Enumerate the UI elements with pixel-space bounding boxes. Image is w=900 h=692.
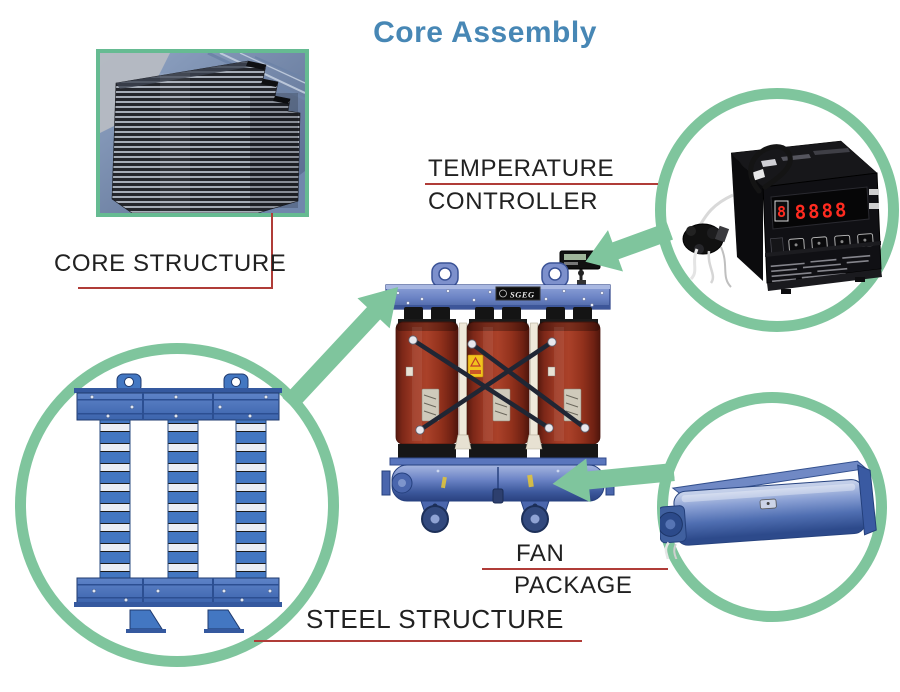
fan-label-line1: FAN <box>516 540 565 567</box>
arrow-fan-to-transformer-icon <box>552 458 675 503</box>
steel-structure-illustration <box>74 373 282 633</box>
transformer-lug-icon <box>431 262 569 288</box>
transformer-illustration: SGEG <box>381 250 615 533</box>
brand-text: SGEG <box>510 290 535 300</box>
arrow-steel-to-transformer-icon <box>282 286 399 411</box>
core-connector-vline <box>271 213 273 289</box>
core-structure-photo <box>96 49 309 217</box>
fan-label-line2: PACKAGE <box>514 572 633 599</box>
fan-label-underline <box>482 568 668 570</box>
transformer-base <box>381 457 615 504</box>
display-main-digits: 8888 <box>794 199 849 224</box>
sensor-cable <box>748 144 793 194</box>
steel-label-underline <box>254 640 582 642</box>
roller-wheels <box>420 500 550 533</box>
temperature-label-underline <box>425 183 658 185</box>
temperature-label-line2: CONTROLLER <box>428 188 599 215</box>
coil-spacers <box>454 322 543 450</box>
core-laminations-illustration <box>100 51 306 214</box>
display-left-digit: 8 <box>777 203 786 221</box>
brand-plate: SGEG <box>495 286 541 301</box>
tie-rods <box>410 337 588 433</box>
arrow-controller-to-sensor-icon <box>585 222 674 272</box>
temperature-controller-illustration: 8 8888 <box>682 140 882 294</box>
steel-lug-icon <box>116 373 249 393</box>
core-structure-label: CORE STRUCTURE <box>54 250 287 277</box>
steel-structure-label: STEEL STRUCTURE <box>306 604 564 634</box>
page-title: Core Assembly <box>373 16 597 49</box>
temperature-label-line1: TEMPERATURE <box>428 155 615 182</box>
fan-package-illustration <box>660 460 877 559</box>
core-label-underline <box>78 287 273 289</box>
